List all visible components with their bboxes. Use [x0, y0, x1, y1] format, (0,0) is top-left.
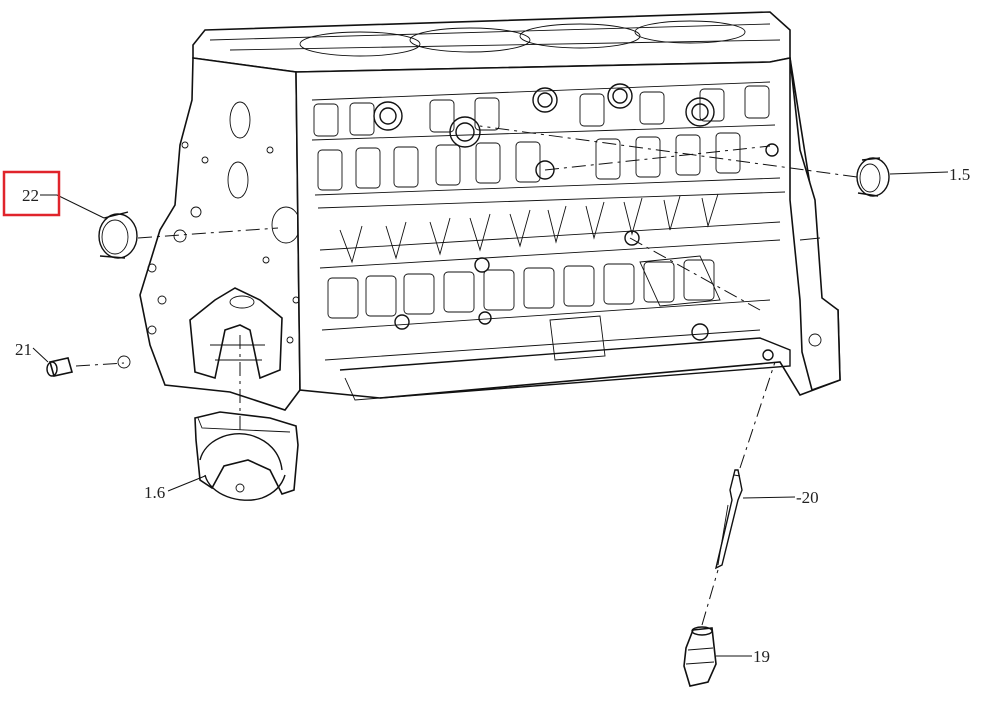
dipstick-tube-part [714, 469, 743, 570]
callout-20: -20 [796, 488, 819, 507]
leader-lines [32, 171, 949, 657]
fitting-part [683, 626, 717, 687]
callout-19: 19 [753, 647, 770, 666]
highlight-box [2, 170, 61, 217]
engine-block [117, 11, 841, 411]
dowel-pin-part [46, 357, 74, 377]
rear-seal-ring-part [856, 157, 890, 197]
assembly-lines [75, 125, 858, 626]
callout-1-6: 1.6 [144, 483, 165, 502]
callout-22: 22 [22, 186, 39, 205]
callout-21: 21 [15, 340, 32, 359]
seal-ring-part [98, 211, 138, 259]
main-bearing-cap-part [194, 411, 299, 501]
callout-1-5: 1.5 [949, 165, 970, 184]
